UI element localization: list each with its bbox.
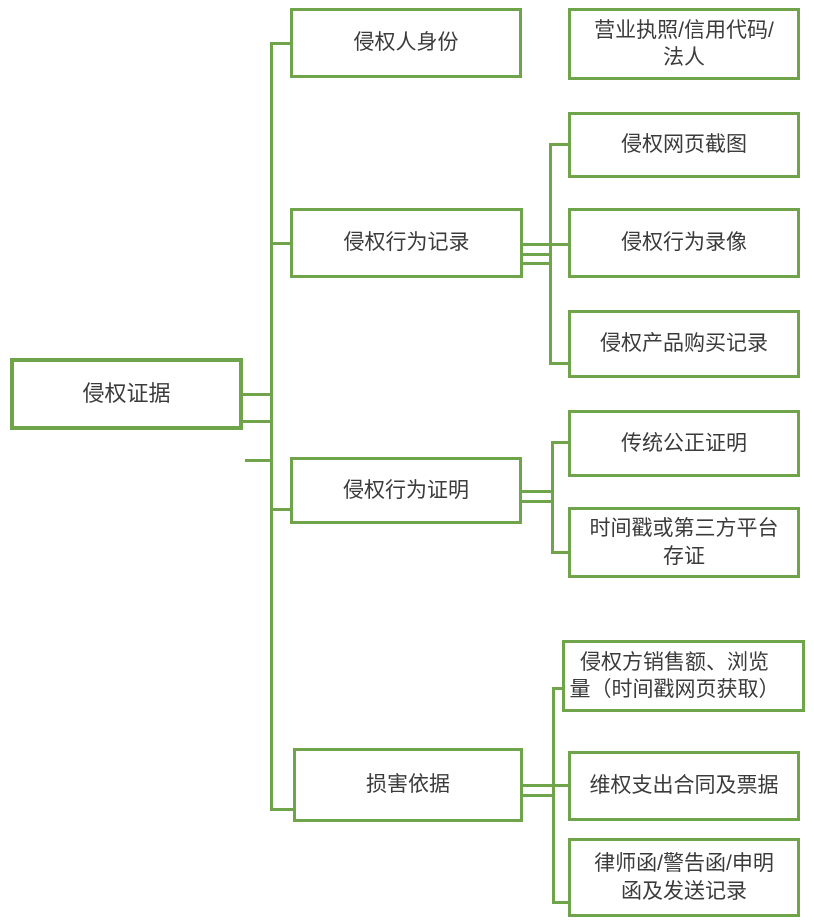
leaf-node-label: 侵权产品购买记录 xyxy=(600,332,768,356)
branch4-trunk-line xyxy=(552,687,555,904)
child2-1-elbow-line xyxy=(549,143,568,146)
leaf-node-business-license: 营业执照/信用代码/ 法人 xyxy=(568,8,800,80)
branch3-stub-line xyxy=(270,508,290,511)
leaf-node-lawyer-letter: 律师函/警告函/申明 函及发送记录 xyxy=(568,838,800,917)
branch-node-infringer-identity: 侵权人身份 xyxy=(290,8,522,78)
branch2-stub-line xyxy=(270,242,290,245)
child4-3-elbow-line xyxy=(552,901,568,904)
branch-node-label: 损害依据 xyxy=(366,773,450,797)
leaf-node-label: 传统公正证明 xyxy=(621,431,747,455)
branch4-elbow-line xyxy=(270,808,295,811)
branch-node-label: 侵权人身份 xyxy=(353,31,459,55)
child3-2-elbow-line xyxy=(551,551,568,554)
branch2-ladder-line-1 xyxy=(523,243,568,246)
child4-1-elbow-line xyxy=(552,687,562,690)
branch3-ladder-line-2 xyxy=(522,500,554,503)
branch3-trunk-line xyxy=(551,441,554,554)
leaf-node-timestamp-deposit: 时间戳或第三方平台 存证 xyxy=(568,507,800,578)
leaf-node-label: 侵权方销售额、浏览 量（时间戳网页获取） xyxy=(568,648,781,704)
root-stub-line-1 xyxy=(243,393,273,396)
leaf-node-label: 时间戳或第三方平台 存证 xyxy=(589,517,779,568)
leaf-node-label: 侵权行为录像 xyxy=(621,231,747,255)
branch-node-damage-basis: 损害依据 xyxy=(293,748,523,822)
leaf-node-sales-pageviews: 侵权方销售额、浏览 量（时间戳网页获取） xyxy=(562,640,805,712)
child3-1-elbow-line xyxy=(551,441,568,444)
leaf-node-label: 侵权网页截图 xyxy=(621,133,747,157)
leaf-node-label: 营业执照/信用代码/ 法人 xyxy=(594,18,774,69)
branch2-ladder-line-3 xyxy=(523,262,552,265)
root-node: 侵权证据 xyxy=(10,358,243,430)
leaf-node-traditional-notarization: 传统公正证明 xyxy=(568,410,800,477)
leaf-node-purchase-record: 侵权产品购买记录 xyxy=(568,310,800,378)
root-node-label: 侵权证据 xyxy=(82,380,171,406)
branch-node-infringement-proof: 侵权行为证明 xyxy=(290,457,522,524)
leaf-node-behavior-video: 侵权行为录像 xyxy=(568,208,800,278)
leaf-node-webpage-screenshot: 侵权网页截图 xyxy=(568,112,800,178)
main-trunk-line xyxy=(270,42,273,811)
branch-node-label: 侵权行为证明 xyxy=(343,478,469,502)
branch1-elbow-line xyxy=(270,42,290,45)
branch-node-label: 侵权行为记录 xyxy=(343,231,470,255)
leaf-node-label: 维权支出合同及票据 xyxy=(589,774,779,798)
child2-3-elbow-line xyxy=(549,362,568,365)
root-stub-line-3 xyxy=(245,459,273,462)
branch2-trunk-line xyxy=(549,143,552,365)
leaf-node-label: 律师函/警告函/申明 函及发送记录 xyxy=(594,852,774,903)
root-stub-line-2 xyxy=(243,420,273,423)
leaf-node-rights-expense-contract: 维权支出合同及票据 xyxy=(568,751,800,821)
branch2-ladder-line-2 xyxy=(523,253,552,256)
branch3-ladder-line-1 xyxy=(522,490,554,493)
branch4-ladder-line-2 xyxy=(523,794,554,797)
branch-node-infringement-record: 侵权行为记录 xyxy=(290,208,523,278)
branch4-ladder-line-1 xyxy=(523,784,568,787)
